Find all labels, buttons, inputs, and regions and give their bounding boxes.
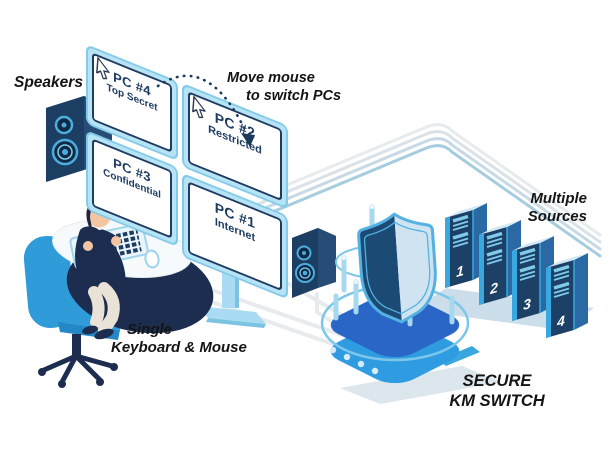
server-number: 4 [556,313,565,331]
server-number: 3 [523,296,531,314]
cable-bundle [256,123,602,258]
secure-km-switch-line2: KM SWITCH [449,392,545,410]
monitor-pc4: PC #4 Top Secret [86,44,178,162]
single-keyboard-label-line1: Single [127,321,173,338]
server-tower: 3 [512,236,554,321]
single-keyboard-label-line2: Keyboard & Mouse [111,339,247,356]
server-number: 1 [456,263,464,281]
server-number: 2 [489,280,498,298]
secure-km-switch-line1: SECURE [462,372,532,390]
server-tower: 4 [546,253,588,338]
monitor-pc4-screen: PC #4 Top Secret [92,52,172,153]
move-mouse-label-line1: Move mouse [227,70,315,86]
multiple-sources-line1: Multiple [530,190,587,207]
speaker-right [292,228,336,298]
cursor-icon [96,57,110,80]
server-towers: 1 2 [445,203,588,338]
secure-km-switch-label: SECURE KM SWITCH [448,371,546,411]
multiple-sources-label: Multiple Sources [528,190,587,226]
multiple-sources-line2: Sources [527,208,587,225]
switch-shadow [340,366,502,404]
mouse [144,249,160,269]
move-mouse-label-line2: to switch PCs [246,88,342,104]
speakers-label: Speakers [14,74,83,91]
